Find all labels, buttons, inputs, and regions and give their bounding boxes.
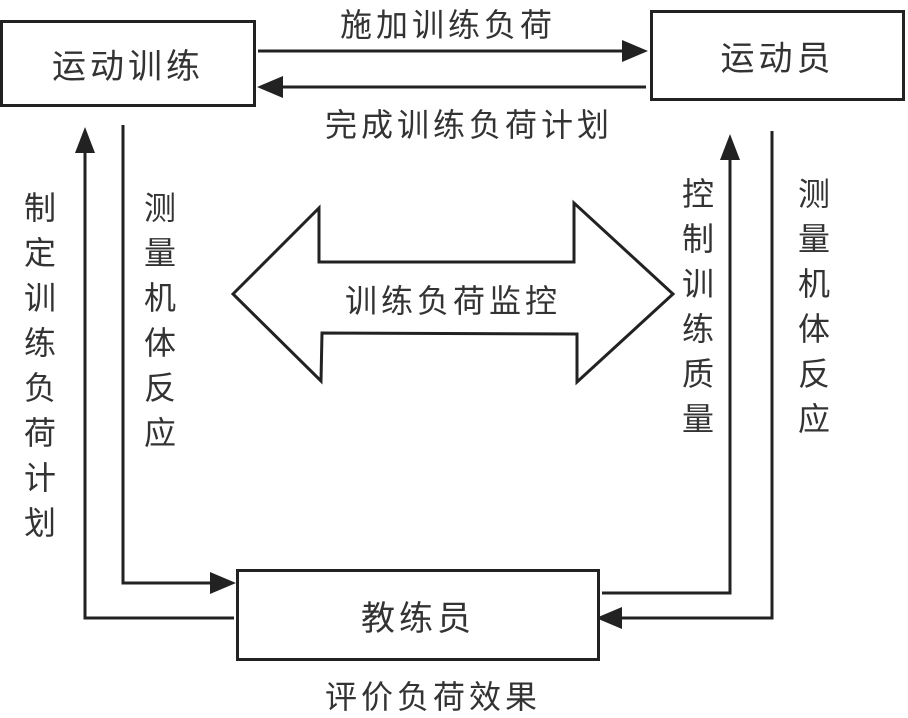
label-evaluate: 评价负荷效果 bbox=[325, 678, 542, 716]
node-training: 运动训练 bbox=[0, 20, 256, 107]
label-measure-right: 测量机体反应 bbox=[797, 175, 830, 438]
arrow-measure-right bbox=[618, 131, 774, 620]
node-coach-label: 教练员 bbox=[361, 598, 475, 639]
arrowhead-measure-left bbox=[210, 572, 236, 594]
label-control-quality: 控制训练质量 bbox=[681, 175, 714, 438]
node-training-label: 运动训练 bbox=[52, 47, 204, 87]
arrow-make-plan bbox=[83, 148, 234, 620]
node-athlete: 运动员 bbox=[650, 10, 905, 101]
label-measure-left: 测量机体反应 bbox=[143, 189, 176, 452]
arrow-control-quality bbox=[602, 160, 732, 595]
label-apply-load: 施加训练负荷 bbox=[340, 6, 557, 44]
arrowhead-make-plan bbox=[75, 127, 95, 153]
arrowhead-control-quality bbox=[720, 134, 740, 160]
label-monitor: 训练负荷监控 bbox=[345, 282, 562, 320]
arrowhead-measure-right bbox=[596, 607, 622, 629]
double-arrow-monitor bbox=[230, 199, 676, 386]
label-complete-plan: 完成训练负荷计划 bbox=[325, 106, 614, 144]
node-coach: 教练员 bbox=[236, 569, 600, 661]
arrowhead-apply-load bbox=[622, 40, 648, 62]
label-make-plan: 制定训练负荷计划 bbox=[23, 189, 56, 542]
node-athlete-label: 运动员 bbox=[720, 39, 835, 79]
arrow-measure-left bbox=[121, 125, 220, 585]
arrowhead-complete-plan bbox=[257, 76, 283, 98]
